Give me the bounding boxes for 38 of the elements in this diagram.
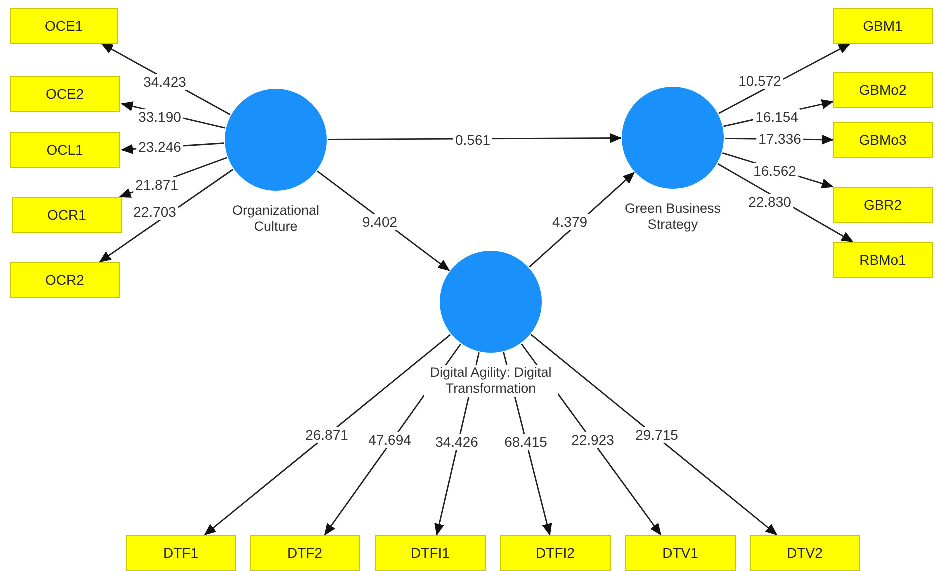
path-coefficient: 16.562 (752, 163, 798, 179)
path-coefficient: 22.703 (132, 204, 178, 220)
path-coefficient: 0.561 (453, 132, 493, 148)
path-coefficient: 34.426 (434, 434, 480, 450)
indicator-box: DTV1 (625, 535, 736, 571)
path-coefficient: 16.154 (754, 109, 800, 125)
path-coefficient: 34.423 (142, 74, 188, 90)
path-coefficient: 21.871 (134, 177, 180, 193)
path-coefficient: 47.694 (366, 432, 414, 448)
indicator-box: DTF1 (126, 535, 236, 571)
indicator-box: OCR1 (12, 197, 122, 233)
indicator-box: DTV2 (750, 535, 860, 571)
indicator-box: GBR2 (833, 187, 933, 223)
path-coefficient: 29.715 (634, 427, 680, 443)
path-coefficient: 22.923 (570, 432, 616, 448)
indicator-box: OCR2 (10, 262, 120, 298)
path-coefficient: 33.190 (136, 109, 184, 125)
path-coefficient: 23.246 (136, 139, 184, 155)
indicator-box: DTFI2 (500, 535, 611, 571)
indicator-box: OCE2 (10, 76, 120, 112)
indicator-box: GBMo2 (833, 72, 933, 108)
indicator-box: RBMo1 (833, 242, 933, 278)
indicator-box: DTFI1 (375, 535, 486, 571)
path-coefficient: 68.415 (502, 434, 550, 450)
path-arrow (530, 334, 778, 536)
indicator-box: DTF2 (250, 535, 360, 571)
construct-label: Digital Agility: Digital Transformation (424, 365, 558, 398)
path-coefficient: 17.336 (756, 131, 804, 147)
indicator-box: GBM1 (833, 8, 933, 44)
path-coefficient: 26.871 (304, 427, 350, 443)
indicator-box: GBMo3 (833, 122, 933, 158)
path-coefficient: 22.830 (746, 194, 794, 210)
path-coefficient: 9.402 (360, 214, 400, 230)
indicator-box: OCL1 (10, 132, 120, 168)
path-coefficient: 4.379 (550, 214, 590, 230)
path-coefficient: 10.572 (736, 73, 784, 89)
path-arrow (204, 334, 452, 536)
indicator-box: OCE1 (10, 8, 118, 44)
